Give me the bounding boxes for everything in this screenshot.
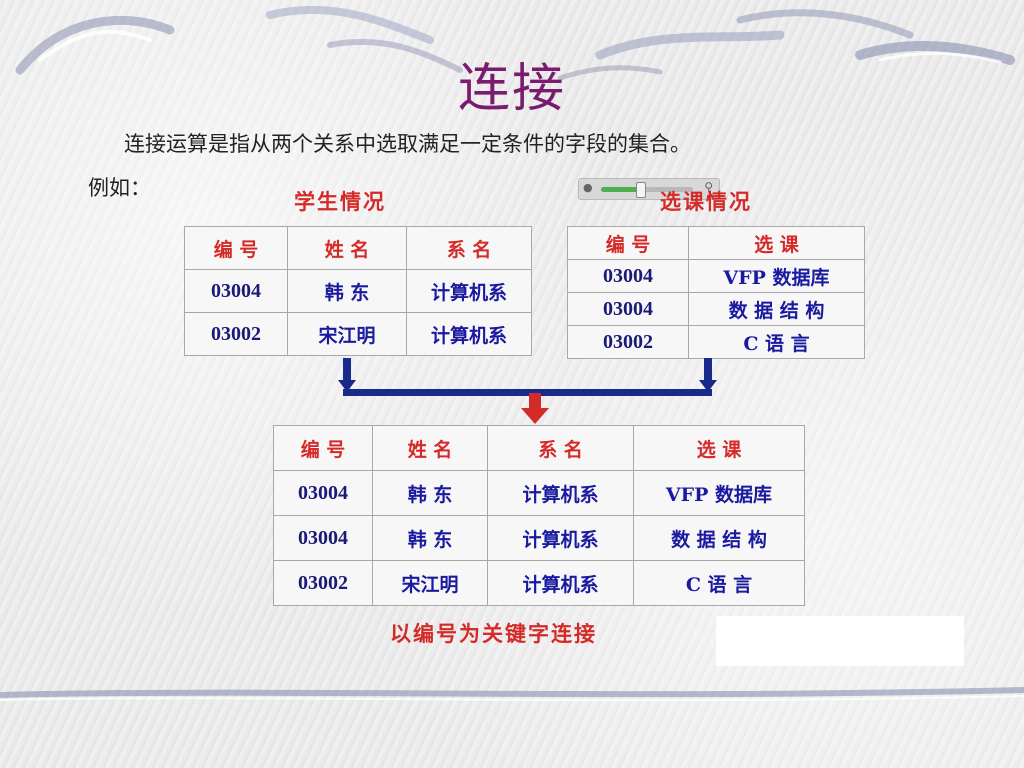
header-cell: 编 号 <box>273 425 373 471</box>
table-cell: VFP 数据库 <box>633 470 805 516</box>
header-cell: 姓 名 <box>287 226 407 270</box>
result-caption: 以编号为关键字连接 <box>390 621 597 646</box>
table-cell: 计算机系 <box>487 515 634 561</box>
table-cell: 计算机系 <box>487 560 634 606</box>
red-down-arrow <box>521 393 549 424</box>
table-row: 03004 VFP 数据库 <box>567 259 865 293</box>
table-cell: 计算机系 <box>406 312 532 356</box>
table-cell: 计算机系 <box>487 470 634 516</box>
zoom-thumb[interactable] <box>635 182 646 198</box>
student-table-caption: 学生情况 <box>294 189 386 214</box>
table-row: 03002 宋江明 计算机系 C 语 言 <box>273 560 805 606</box>
zoom-fill <box>601 187 640 192</box>
zoom-out-icon[interactable]: ● <box>583 181 593 194</box>
header-cell: 选 课 <box>688 226 865 260</box>
example-label: 例如： <box>88 176 151 200</box>
table-row: 03004 韩 东 计算机系 <box>184 269 532 313</box>
table-cell: 03002 <box>184 312 288 356</box>
zoom-slider[interactable]: ● ⚲ <box>578 178 720 200</box>
course-table-caption: 选课情况 <box>660 189 752 214</box>
table-cell: 宋江明 <box>287 312 407 356</box>
table-cell: 韩 东 <box>372 470 488 516</box>
header-cell: 编 号 <box>567 226 689 260</box>
table-cell: C 语 言 <box>688 325 865 359</box>
table-cell: C 语 言 <box>633 560 805 606</box>
zoom-track[interactable] <box>601 182 693 198</box>
header-cell: 选 课 <box>633 425 805 471</box>
page-title: 连接 <box>457 59 566 119</box>
student-table: 编 号 姓 名 系 名 03004 韩 东 计算机系 03002 宋江明 计算机… <box>184 226 532 356</box>
table-cell: 韩 东 <box>372 515 488 561</box>
table-cell: 03002 <box>273 560 373 606</box>
zoom-in-icon[interactable]: ⚲ <box>704 180 713 194</box>
table-row: 03002 C 语 言 <box>567 325 865 359</box>
header-cell: 姓 名 <box>372 425 488 471</box>
table-cell: 03004 <box>567 259 689 293</box>
table-row: 03002 宋江明 计算机系 <box>184 312 532 356</box>
table-cell: 03004 <box>273 470 373 516</box>
header-cell: 系 名 <box>406 226 532 270</box>
header-cell: 编 号 <box>184 226 288 270</box>
table-row: 03004 韩 东 计算机系 数 据 结 构 <box>273 515 805 561</box>
table-cell: 数 据 结 构 <box>688 292 865 326</box>
table-cell: 宋江明 <box>372 560 488 606</box>
result-table: 编 号 姓 名 系 名 选 课 03004 韩 东 计算机系 VFP 数据库 0… <box>273 425 805 606</box>
header-cell: 系 名 <box>487 425 634 471</box>
blank-box <box>716 616 964 666</box>
table-cell: 03004 <box>184 269 288 313</box>
table-row: 03004 韩 东 计算机系 VFP 数据库 <box>273 470 805 516</box>
table-cell: 韩 东 <box>287 269 407 313</box>
intro-text: 连接运算是指从两个关系中选取满足一定条件的字段的集合。 <box>124 132 691 156</box>
table-cell: 数 据 结 构 <box>633 515 805 561</box>
course-table: 编 号 选 课 03004 VFP 数据库 03004 数 据 结 构 0300… <box>567 226 865 359</box>
table-cell: 03004 <box>273 515 373 561</box>
blue-connector <box>338 358 717 396</box>
table-row: 03004 数 据 结 构 <box>567 292 865 326</box>
table-cell: VFP 数据库 <box>688 259 865 293</box>
